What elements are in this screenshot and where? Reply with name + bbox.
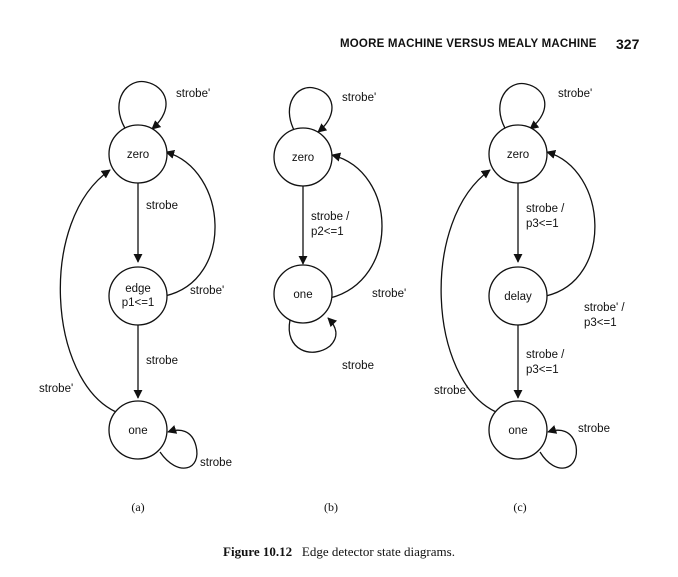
b-state-zero-label: zero <box>292 152 314 164</box>
c-one-to-zero-label: strobe' <box>434 385 468 397</box>
c-one-self-loop <box>539 425 577 469</box>
a-state-one <box>108 400 168 460</box>
a-state-edge <box>108 266 168 326</box>
a-edge-to-one-label: strobe <box>146 355 178 367</box>
c-state-zero <box>488 124 548 184</box>
b-subfigure-label: (b) <box>324 500 338 514</box>
c-delay-to-one-label-2: p3<=1 <box>526 364 559 376</box>
a-subfigure-label: (a) <box>131 500 144 514</box>
b-one-self-label: strobe <box>342 360 374 372</box>
running-header: MOORE MACHINE VERSUS MEALY MACHINE <box>340 38 597 50</box>
figure-caption: Figure 10.12 Edge detector state diagram… <box>0 544 678 560</box>
a-one-to-zero-label: strobe' <box>39 383 73 395</box>
c-state-delay <box>488 266 548 326</box>
b-state-one <box>273 264 333 324</box>
c-zero-self-loop <box>499 82 546 131</box>
a-state-edge-output: p1<=1 <box>122 297 155 309</box>
figure-caption-text: Edge detector state diagrams. <box>301 544 455 559</box>
b-one-self-loop <box>288 317 338 353</box>
c-delay-to-zero-label-2: p3<=1 <box>584 317 617 329</box>
diagram-a: zero edge p1<=1 one strobe' strobe strob… <box>39 80 232 514</box>
c-one-to-zero-arrow <box>440 169 497 413</box>
a-state-zero-label: zero <box>127 149 149 161</box>
c-subfigure-label: (c) <box>513 500 526 514</box>
a-one-self-loop <box>159 425 198 469</box>
c-zero-to-delay-label-2: p3<=1 <box>526 218 559 230</box>
b-zero-self-loop <box>288 86 333 133</box>
b-one-to-zero-label: strobe' <box>372 288 406 300</box>
c-state-one-label: one <box>508 425 527 437</box>
c-one-self-label: strobe <box>578 423 610 435</box>
c-delay-to-zero-arrow <box>545 149 596 297</box>
a-edge-to-zero-arrow <box>164 149 216 297</box>
c-delay-to-zero-label-1: strobe' / <box>584 302 625 314</box>
b-state-one-label: one <box>293 289 312 301</box>
a-zero-self-label: strobe' <box>176 88 210 100</box>
c-state-zero-label: zero <box>507 149 529 161</box>
b-zero-to-one-label-1: strobe / <box>311 211 350 223</box>
a-zero-self-loop <box>118 80 167 131</box>
a-edge-to-zero-label: strobe' <box>190 285 224 297</box>
state-diagrams-figure: zero edge p1<=1 one strobe' strobe strob… <box>39 80 625 514</box>
a-state-one-label: one <box>128 425 147 437</box>
b-zero-to-one-label-2: p2<=1 <box>311 226 344 238</box>
b-zero-self-label: strobe' <box>342 92 376 104</box>
a-one-to-zero-arrow <box>59 169 117 413</box>
c-state-one <box>488 400 548 460</box>
diagram-b: zero one strobe' strobe / p2<=1 strobe' … <box>273 86 406 514</box>
c-delay-to-one-label-1: strobe / <box>526 349 565 361</box>
diagram-c: zero delay one strobe' strobe / p3<=1 st… <box>434 82 625 514</box>
a-zero-to-edge-label: strobe <box>146 200 178 212</box>
c-zero-to-delay-label-1: strobe / <box>526 203 565 215</box>
a-state-edge-name: edge <box>125 283 151 295</box>
a-state-zero <box>108 124 168 184</box>
figure-caption-label: Figure 10.12 <box>223 544 293 559</box>
c-zero-self-label: strobe' <box>558 88 592 100</box>
b-one-to-zero-arrow <box>329 152 383 299</box>
c-state-delay-label: delay <box>504 291 532 303</box>
page-number: 327 <box>616 36 640 52</box>
b-state-zero <box>273 127 333 187</box>
a-one-self-label: strobe <box>200 457 232 469</box>
